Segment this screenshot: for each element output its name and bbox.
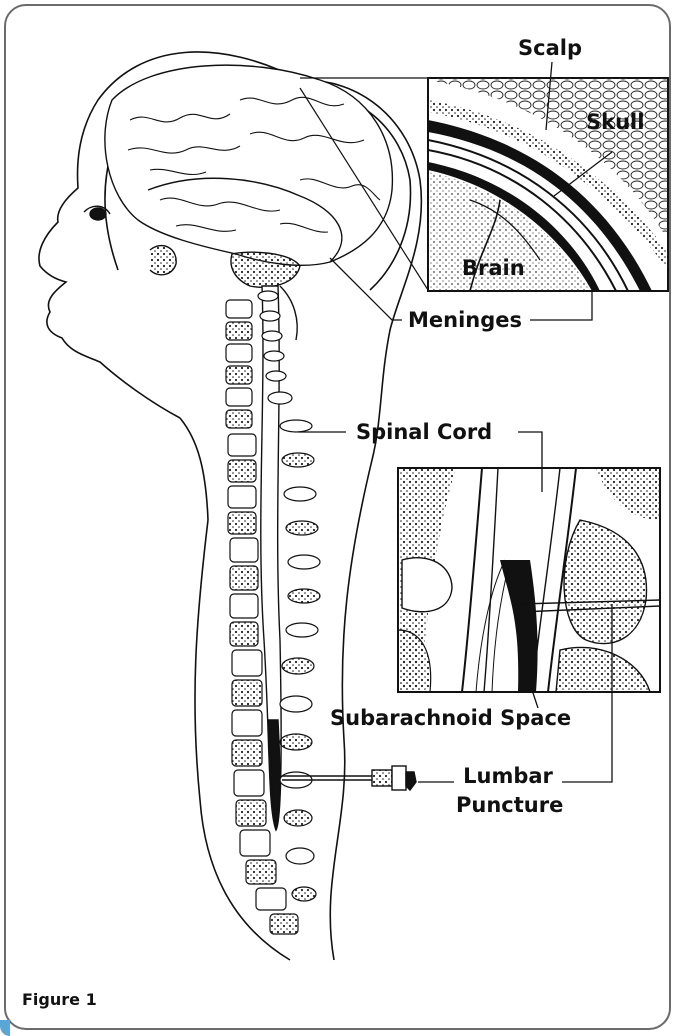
label-subarachnoid-space: Subarachnoid Space (330, 708, 571, 729)
label-lumbar-puncture-line2: Puncture (456, 795, 560, 816)
label-lumbar-puncture: Lumbar Puncture (456, 766, 560, 816)
label-skull: Skull (586, 112, 644, 133)
label-brain: Brain (462, 258, 525, 279)
inset-lumbar-section (398, 468, 660, 692)
figure-caption: Figure 1 (22, 990, 97, 1009)
label-scalp: Scalp (518, 38, 582, 59)
brain (105, 65, 393, 287)
label-spinal-cord: Spinal Cord (356, 422, 492, 443)
label-lumbar-puncture-line1: Lumbar (456, 766, 560, 787)
label-meninges: Meninges (408, 310, 522, 331)
